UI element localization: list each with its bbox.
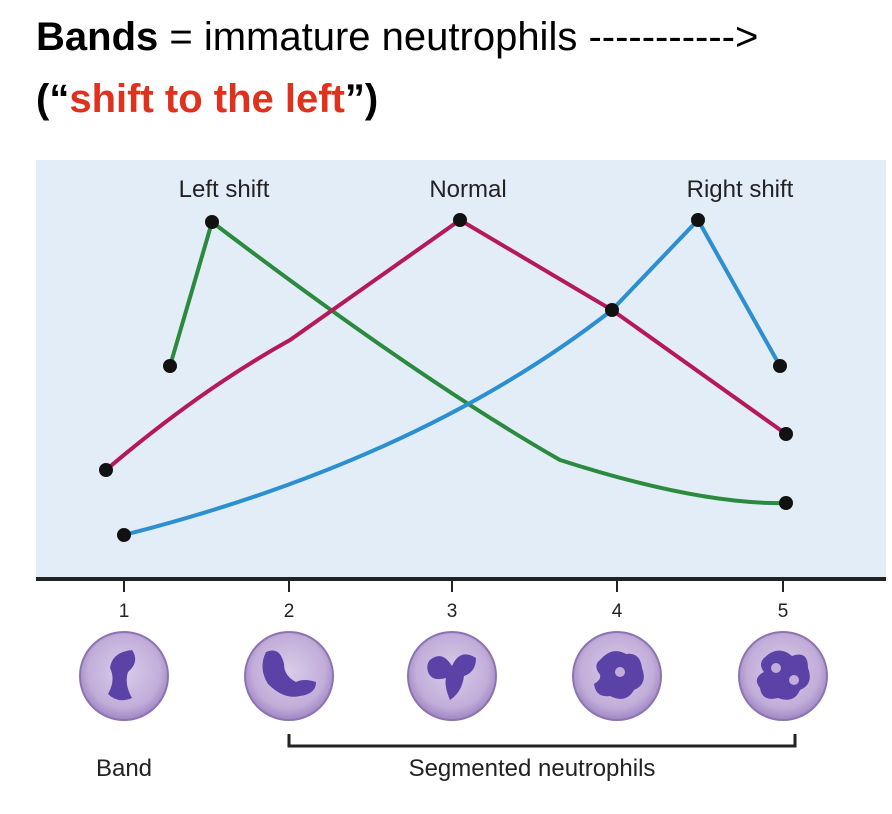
three-lobe-nucleus <box>427 654 476 700</box>
point-intersection <box>605 303 619 317</box>
point-normal-end <box>779 427 793 441</box>
label-normal: Normal <box>429 176 506 203</box>
curve-left-shift <box>168 218 787 506</box>
point-right-peak <box>691 213 705 227</box>
point-right-end <box>773 359 787 373</box>
diagram-background <box>36 160 886 578</box>
label-right-shift: Right shift <box>687 176 794 203</box>
title-highlight: shift to the left <box>69 77 345 121</box>
point-right-start <box>117 528 131 542</box>
title-open-paren: (“ <box>36 77 70 121</box>
title-line-2: (“shift to the left”) <box>36 68 886 130</box>
cell-2 <box>244 631 334 721</box>
title-rest: = immature neutrophils -----------> <box>158 15 759 59</box>
five-lobe-nucleus <box>756 650 810 700</box>
title-line-1: Bands = immature neutrophils -----------… <box>36 6 886 68</box>
tick-marks <box>123 579 784 592</box>
cell-3 <box>407 631 497 721</box>
point-normal-start <box>99 463 113 477</box>
label-left-shift: Left shift <box>179 176 270 203</box>
tick-label-3: 3 <box>447 601 458 622</box>
cell-1 <box>79 631 169 721</box>
nucleus-gap <box>771 663 781 673</box>
segmented-bracket <box>287 734 797 748</box>
data-points <box>99 213 793 542</box>
point-normal-peak <box>453 213 467 227</box>
curve-right-shift <box>123 216 782 537</box>
tick-label-4: 4 <box>612 601 623 622</box>
tick-label-5: 5 <box>778 601 789 622</box>
band-label: Band <box>96 755 152 782</box>
band-nucleus <box>108 650 136 701</box>
cell-5 <box>738 631 828 721</box>
segmented-label: Segmented neutrophils <box>409 755 656 782</box>
title-bold-word: Bands <box>36 15 159 59</box>
point-left-start <box>163 359 177 373</box>
tick-label-1: 1 <box>119 601 130 622</box>
title-close-paren: ”) <box>344 77 379 121</box>
point-left-peak <box>205 215 219 229</box>
slide-title: Bands = immature neutrophils -----------… <box>36 6 886 130</box>
tick-label-2: 2 <box>284 601 295 622</box>
cell-body <box>244 631 334 721</box>
nucleus-gap <box>789 675 799 685</box>
nucleus-gap <box>615 667 625 677</box>
curve-normal <box>104 217 788 472</box>
point-left-end <box>779 496 793 510</box>
cell-4 <box>572 631 662 721</box>
two-lobe-nucleus <box>262 650 316 697</box>
